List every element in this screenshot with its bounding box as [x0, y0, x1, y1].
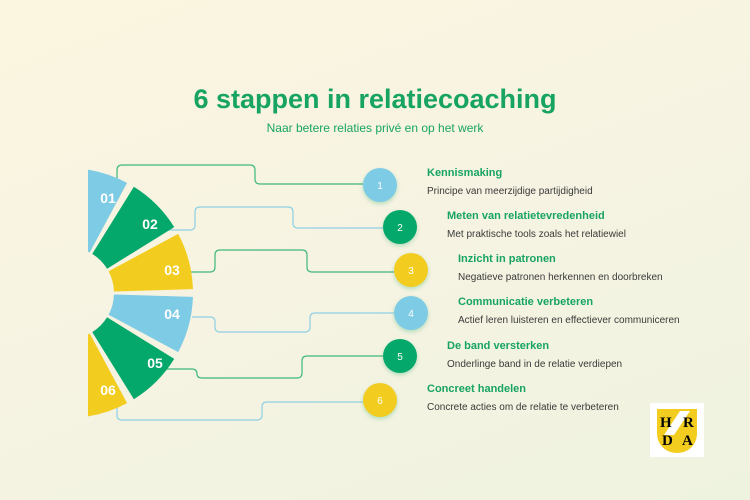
- connector-line: [163, 355, 383, 379]
- step-title: Kennismaking: [427, 167, 503, 179]
- page-title: 6 stappen in relatiecoaching: [193, 84, 557, 114]
- svg-text:D: D: [662, 433, 673, 449]
- step-circle: [383, 339, 417, 373]
- segment-05: [92, 317, 175, 400]
- connector-line: [116, 164, 363, 187]
- segment-label: 06: [100, 382, 116, 398]
- segment-02: [92, 186, 175, 269]
- step-number: 2: [397, 223, 403, 234]
- step-circle: [363, 168, 397, 202]
- segment-label: 03: [164, 262, 180, 278]
- svg-text:H: H: [660, 415, 672, 431]
- step-description: Concrete acties om de relatie te verbete…: [427, 402, 619, 413]
- connector-line: [116, 401, 363, 421]
- step-title: Inzicht in patronen: [458, 253, 556, 265]
- segment-label: 04: [164, 306, 180, 322]
- step-title: Communicatie verbeteren: [458, 296, 594, 308]
- step-number: 5: [397, 352, 403, 363]
- segment-label: 01: [100, 190, 116, 206]
- step-number: 1: [377, 181, 383, 192]
- step-title: Meten van relatietevredenheid: [447, 210, 605, 222]
- step-title: De band versterken: [447, 340, 550, 352]
- svg-text:A: A: [682, 433, 693, 449]
- segment-label: 05: [147, 355, 163, 371]
- step-description: Principe van meerzijdige partijdigheid: [427, 186, 593, 197]
- step-number: 6: [377, 396, 383, 407]
- connector-line: [192, 312, 394, 333]
- step-number: 4: [408, 309, 414, 320]
- segment-03: [108, 233, 193, 292]
- step-circle: [383, 210, 417, 244]
- step-description: Actief leren luisteren en effectiever co…: [458, 315, 680, 326]
- hrda-logo: H R D A: [650, 403, 704, 457]
- step-circle: [394, 296, 428, 330]
- connector-line: [157, 206, 383, 231]
- page-subtitle: Naar betere relaties privé en op het wer…: [266, 121, 484, 135]
- segment-04: [108, 294, 193, 353]
- segment-01: [88, 169, 128, 253]
- step-title: Concreet handelen: [427, 383, 527, 395]
- shield-logo-icon: H R D A: [657, 409, 697, 453]
- step-number: 3: [408, 266, 414, 277]
- step-circle: [394, 253, 428, 287]
- segment-06: [88, 333, 128, 417]
- step-description: Onderlinge band in de relatie verdiepen: [447, 359, 623, 370]
- connector-line: [180, 249, 394, 273]
- svg-text:R: R: [683, 415, 694, 431]
- step-description: Met praktische tools zoals het relatiewi…: [447, 229, 626, 240]
- step-description: Negatieve patronen herkennen en doorbrek…: [458, 272, 663, 283]
- step-circle: [363, 383, 397, 417]
- segment-label: 02: [142, 216, 158, 232]
